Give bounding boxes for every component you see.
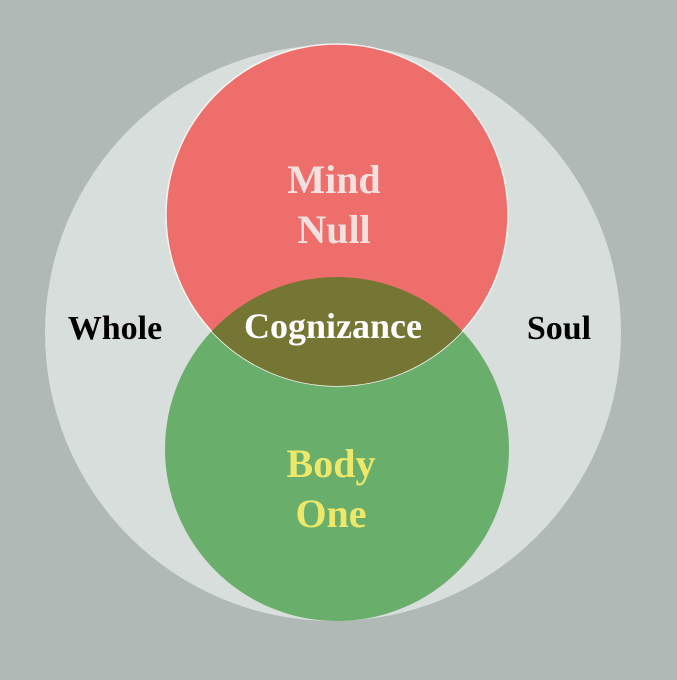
outer-left-label: Whole bbox=[68, 310, 162, 347]
outer-right-label: Soul bbox=[527, 310, 591, 347]
overlap-label: Cognizance bbox=[244, 306, 422, 346]
top-circle-label-line1: Mind bbox=[287, 157, 380, 202]
bottom-circle-label-line1: Body bbox=[287, 441, 376, 486]
top-circle-label-line2: Null bbox=[297, 207, 370, 252]
bottom-circle-label-line2: One bbox=[295, 491, 366, 536]
